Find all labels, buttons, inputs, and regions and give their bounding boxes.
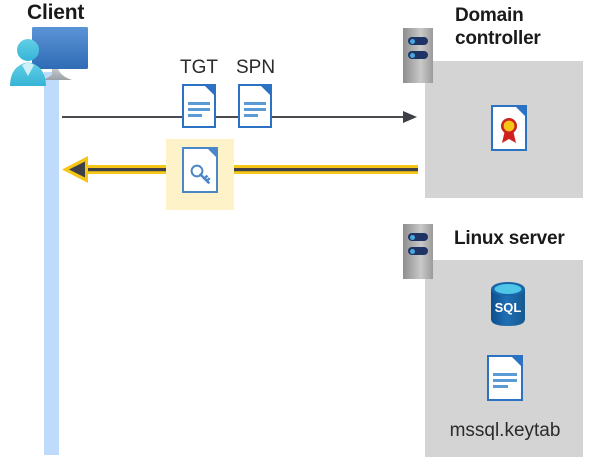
- domain-controller-label-line2: controller: [455, 28, 541, 49]
- client-workstation-icon: [6, 24, 98, 86]
- spn-document-icon: [238, 84, 272, 128]
- sql-database-icon: SQL: [489, 281, 527, 327]
- request-arrow-client-to-domain-controller: [62, 110, 417, 124]
- tgt-document-icon: [182, 84, 216, 128]
- response-arrow-domain-controller-to-client: [62, 154, 418, 184]
- svg-text:SQL: SQL: [495, 300, 522, 315]
- domain-controller-label-line1: Domain: [455, 5, 524, 26]
- keytab-filename-label: mssql.keytab: [449, 420, 561, 441]
- certificate-document-icon: [491, 105, 527, 151]
- tgt-label: TGT: [180, 57, 218, 78]
- client-label: Client: [27, 1, 85, 24]
- domain-controller-server-rack-icon: [403, 28, 433, 83]
- domain-controller-label: Domain controller: [455, 4, 595, 50]
- linux-server-rack-icon: [403, 224, 433, 279]
- client-lifeline: [44, 72, 59, 455]
- keytab-document-icon: [487, 355, 523, 401]
- spn-label: SPN: [236, 57, 276, 78]
- service-ticket-key-document-icon: [182, 147, 218, 193]
- linux-server-label: Linux server: [454, 228, 565, 249]
